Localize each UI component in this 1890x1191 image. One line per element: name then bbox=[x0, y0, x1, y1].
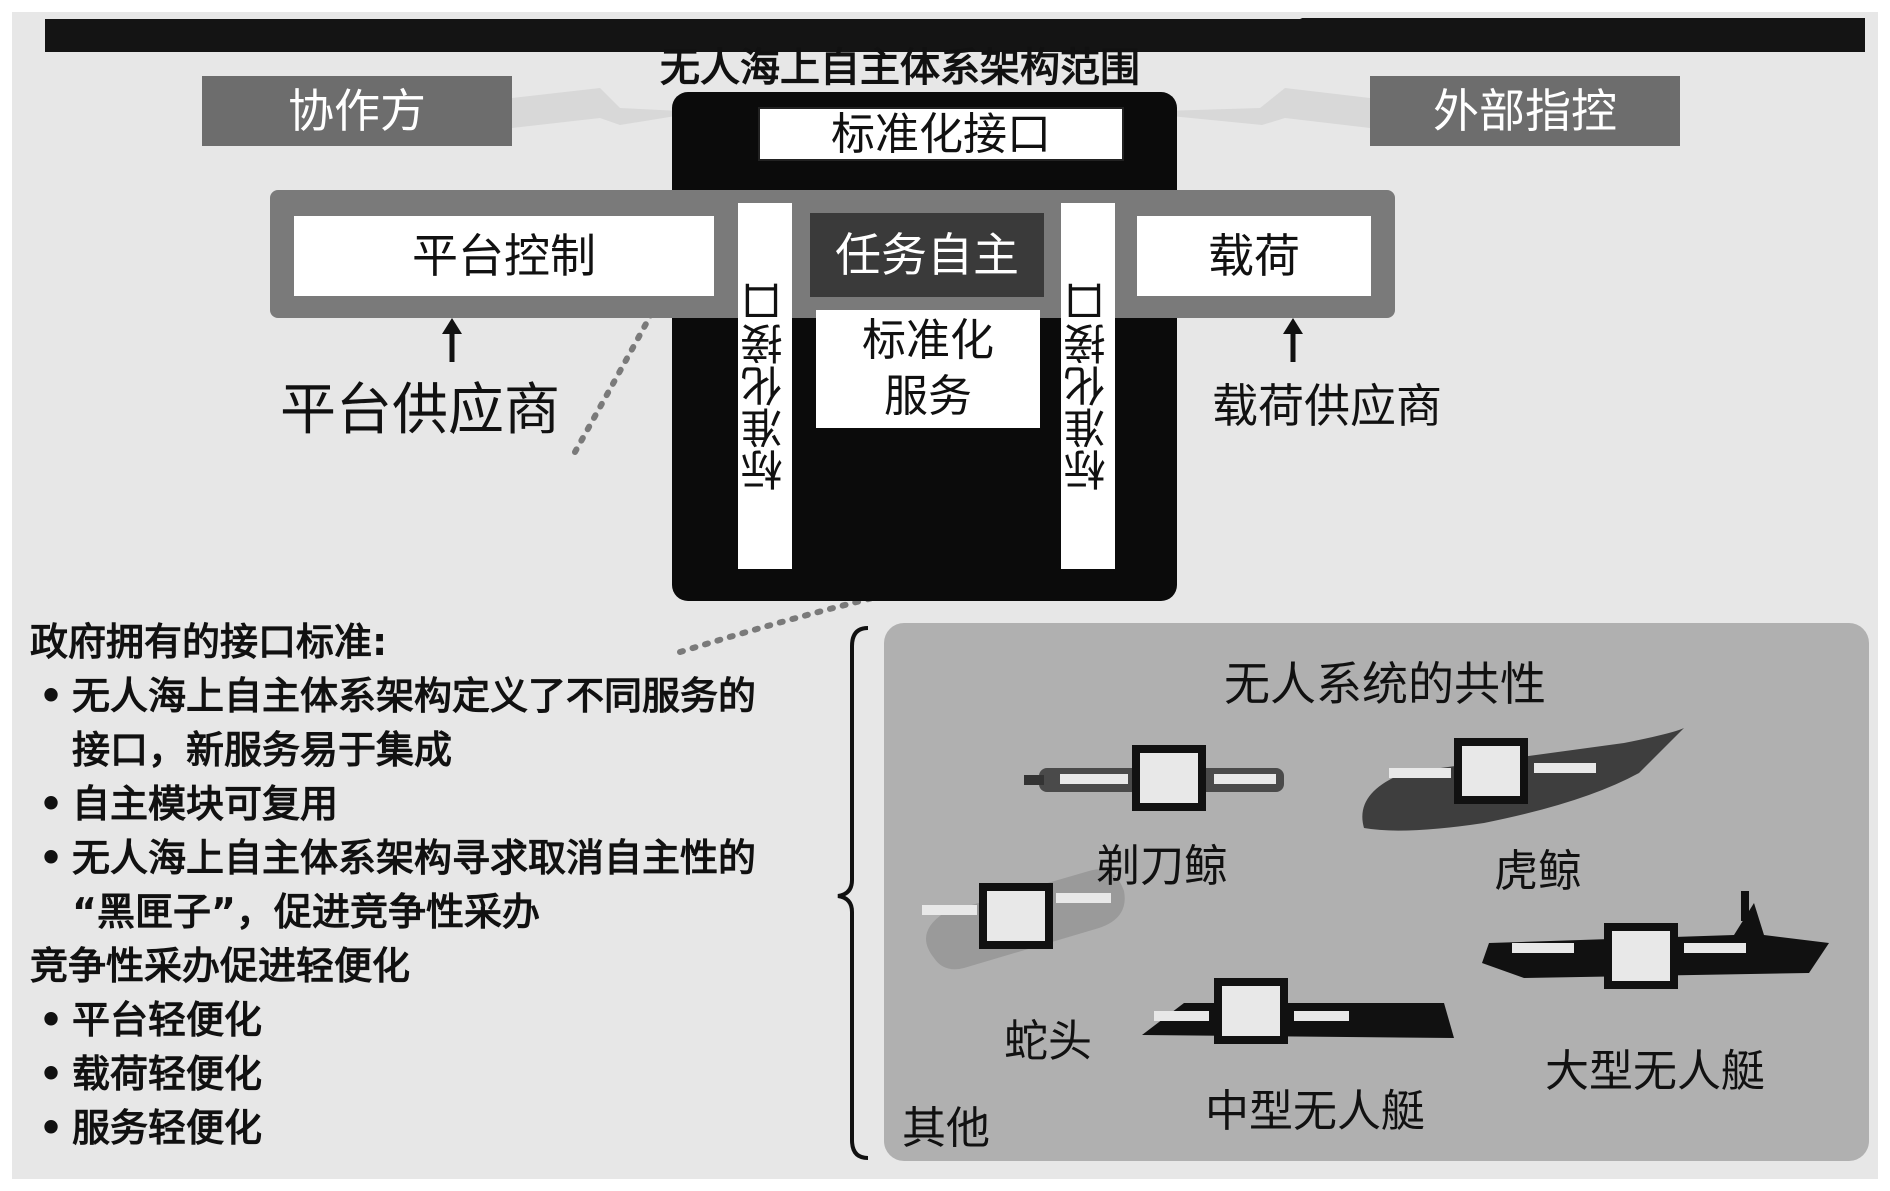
std-interface-top: 标准化接口 bbox=[758, 107, 1124, 161]
bullet-dot: • bbox=[38, 998, 64, 1042]
bullet-dot: • bbox=[38, 674, 64, 718]
external-control-tag: 外部指控 bbox=[1370, 76, 1680, 146]
bullet-heading-2: 竞争性采办促进轻便化 bbox=[30, 944, 411, 988]
vehicle-label-razorback: 剃刀鲸 bbox=[1096, 841, 1228, 892]
bullet-6: 服务轻便化 bbox=[72, 1106, 263, 1150]
architecture-title: 无人海上自主体系架构范围 bbox=[660, 45, 1140, 91]
bullet-dot: • bbox=[38, 1106, 64, 1150]
commonality-title: 无人系统的共性 bbox=[1224, 657, 1546, 711]
payload-supplier-arrowhead bbox=[1283, 318, 1303, 334]
collab-arrow bbox=[512, 88, 700, 128]
payload-box: 载荷 bbox=[1137, 216, 1371, 296]
bullet-1-line1: 无人海上自主体系架构定义了不同服务的 bbox=[72, 674, 757, 718]
platform-control-box: 平台控制 bbox=[294, 216, 714, 296]
std-service-line1: 标准化 bbox=[862, 315, 994, 366]
brace bbox=[837, 626, 869, 1160]
mission-autonomy-box: 任务自主 bbox=[810, 213, 1044, 297]
razorback-vehicle-icon bbox=[1024, 745, 1284, 811]
other-label: 其他 bbox=[902, 1103, 990, 1154]
bullet-3-line2: “黑匣子”，促进竞争性采办 bbox=[72, 890, 540, 934]
orca-vehicle-icon bbox=[1362, 728, 1684, 831]
std-service-box: 标准化 服务 bbox=[816, 310, 1040, 428]
bullet-2: 自主模块可复用 bbox=[72, 782, 339, 826]
platform-supplier-arrowhead bbox=[442, 318, 462, 334]
bullet-dot: • bbox=[38, 1052, 64, 1096]
bullet-dot: • bbox=[38, 782, 64, 826]
vehicle-label-medium-usv: 中型无人艇 bbox=[1205, 1086, 1425, 1137]
std-service-line2: 服务 bbox=[884, 371, 972, 422]
std-interface-left: 标准化接口 bbox=[738, 203, 792, 569]
vehicle-illustrations bbox=[922, 728, 1829, 1044]
collaborator-tag: 协作方 bbox=[202, 76, 512, 146]
vehicle-label-orca: 虎鲸 bbox=[1494, 846, 1582, 897]
snakehead-vehicle-icon bbox=[922, 869, 1125, 970]
std-interface-right: 标准化接口 bbox=[1061, 203, 1115, 569]
bullet-heading-1: 政府拥有的接口标准: bbox=[30, 620, 388, 664]
payload-supplier-label: 载荷供应商 bbox=[1212, 379, 1442, 433]
bullet-dot: • bbox=[38, 836, 64, 880]
large-usv-vehicle-icon bbox=[1482, 891, 1829, 989]
std-interface-right-label: 标准化接口 bbox=[1063, 281, 1112, 491]
std-interface-left-label: 标准化接口 bbox=[740, 281, 789, 491]
platform-supplier-label: 平台供应商 bbox=[280, 378, 560, 443]
vehicle-label-large-usv: 大型无人艇 bbox=[1545, 1046, 1765, 1097]
bullet-list: 政府拥有的接口标准: •无人海上自主体系架构定义了不同服务的 接口，新服务易于集… bbox=[30, 615, 756, 1155]
top-bar bbox=[45, 19, 1865, 52]
bullet-3-line1: 无人海上自主体系架构寻求取消自主性的 bbox=[72, 836, 757, 880]
medium-usv-vehicle-icon bbox=[1142, 978, 1454, 1044]
bullet-1-line2: 接口，新服务易于集成 bbox=[72, 728, 453, 772]
vehicle-label-snakehead: 蛇头 bbox=[1004, 1016, 1092, 1067]
external-arrow bbox=[1130, 88, 1370, 128]
bullet-5: 载荷轻便化 bbox=[72, 1052, 263, 1096]
bullet-4: 平台轻便化 bbox=[72, 998, 263, 1042]
